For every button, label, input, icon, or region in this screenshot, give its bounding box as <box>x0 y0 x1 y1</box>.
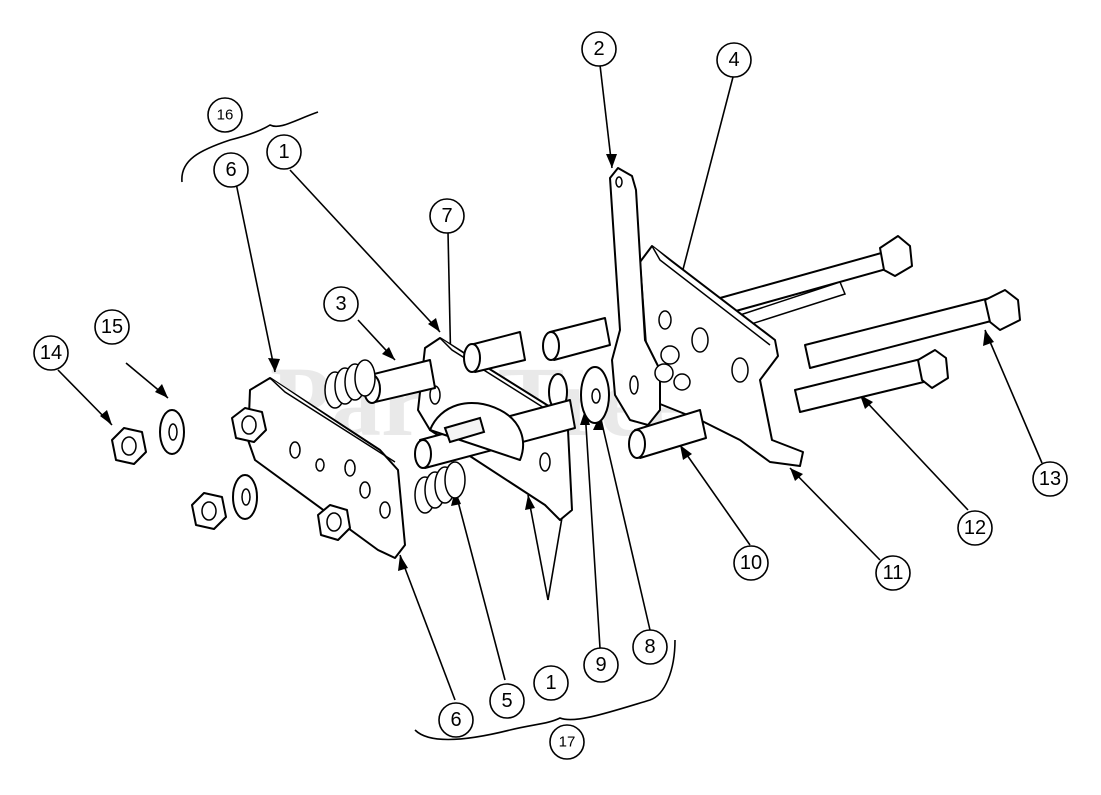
svg-text:15: 15 <box>101 316 123 338</box>
svg-text:1: 1 <box>545 672 556 694</box>
callout-3: 3 <box>323 286 359 322</box>
svg-text:9: 9 <box>595 654 606 676</box>
svg-text:11: 11 <box>883 562 904 584</box>
callout-15: 15 <box>94 309 130 345</box>
callout-12: 12 <box>957 510 993 546</box>
washer-8 <box>580 366 610 424</box>
bolt-12 <box>794 349 949 413</box>
lever-2 <box>609 167 661 426</box>
spring-5 <box>414 461 466 514</box>
bolt-13 <box>804 289 1021 369</box>
leader-lines <box>57 64 1043 701</box>
callout-4: 4 <box>716 42 752 78</box>
svg-text:8: 8 <box>644 636 655 658</box>
callout-11: 11 <box>875 555 911 591</box>
svg-text:10: 10 <box>740 552 762 574</box>
nut-plate-lower <box>317 504 351 541</box>
svg-text:1: 1 <box>278 141 289 163</box>
brace-17 <box>414 639 676 741</box>
spring-upper <box>324 359 376 409</box>
callout-1-bottom: 1 <box>533 665 569 701</box>
pin-upper-right <box>463 331 526 373</box>
callout-9: 9 <box>583 647 619 683</box>
balls-4 <box>654 345 691 391</box>
nut-14 <box>111 427 147 465</box>
callout-1-top: 1 <box>266 134 302 170</box>
svg-text:17: 17 <box>559 734 576 751</box>
callout-14: 14 <box>33 335 69 371</box>
callout-16: 16 <box>207 97 243 133</box>
brace-16 <box>181 111 319 183</box>
svg-text:14: 14 <box>40 342 62 364</box>
washer-15 <box>159 409 185 455</box>
bushing-upper <box>542 317 611 361</box>
callout-5: 5 <box>489 683 525 719</box>
nut-lower-left <box>191 492 227 530</box>
washer-lower-left <box>232 474 258 520</box>
callout-13: 13 <box>1032 461 1068 497</box>
svg-text:13: 13 <box>1039 468 1061 490</box>
svg-text:16: 16 <box>217 107 234 124</box>
svg-text:4: 4 <box>728 49 739 71</box>
bushing-10 <box>628 409 707 459</box>
svg-text:2: 2 <box>593 38 604 60</box>
nut-plate-upper <box>231 407 267 443</box>
svg-text:6: 6 <box>450 709 461 731</box>
svg-text:5: 5 <box>501 690 512 712</box>
parts-group <box>111 167 1021 559</box>
callout-6-bottom: 6 <box>438 702 474 738</box>
svg-text:12: 12 <box>964 517 986 539</box>
callout-6-top: 6 <box>213 152 249 188</box>
svg-text:7: 7 <box>441 205 452 227</box>
callout-8: 8 <box>632 629 668 665</box>
callout-7: 7 <box>429 198 465 234</box>
svg-text:3: 3 <box>335 293 346 315</box>
plate-6 <box>247 377 406 559</box>
callout-17: 17 <box>549 724 585 760</box>
svg-text:6: 6 <box>225 159 236 181</box>
callout-10: 10 <box>733 545 769 581</box>
callout-2: 2 <box>581 31 617 67</box>
bolt-upper <box>719 235 913 327</box>
cam-7 <box>429 401 525 461</box>
